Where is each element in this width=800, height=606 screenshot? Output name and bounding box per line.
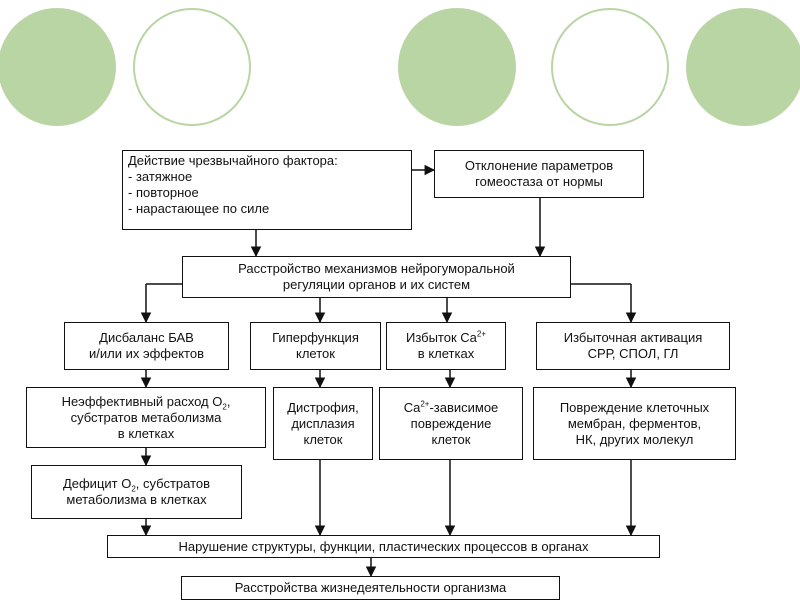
oxygen-subscript: 2 xyxy=(222,402,227,412)
oxygen-deficit-box: Дефицит O2, субстратов метаболизма в кле… xyxy=(31,465,242,519)
neurohumoral-disorder-box: Расстройство механизмов нейрогуморальной… xyxy=(182,256,571,298)
ineffective-line2: субстратов метаболизма xyxy=(70,409,222,425)
hyperfunction-box: Гиперфункция клеток xyxy=(250,322,381,370)
bav-imbalance-box: Дисбаланс БАВ и/или их эффектов xyxy=(64,322,229,370)
extreme-factor-heading: Действие чрезвычайного фактора: xyxy=(128,153,338,168)
factor-item-prolonged: - затяжное xyxy=(128,169,193,184)
calcium-charge: 2+ xyxy=(476,329,487,339)
excess-activation-box: Избыточная активация СРР, СПОЛ, ГЛ xyxy=(536,322,730,370)
factor-item-increasing: - нарастающее по силе xyxy=(128,201,270,216)
decor-circle-3 xyxy=(398,8,516,126)
membrane-damage-box: Повреждение клеточных мембран, ферментов… xyxy=(533,387,736,460)
dystrophy-box: Дистрофия, дисплазия клеток xyxy=(273,387,373,460)
decor-circle-2 xyxy=(133,8,251,126)
factor-item-repeated: - повторное xyxy=(128,185,199,200)
calcium-damage-line1: -зависимое xyxy=(429,399,499,415)
deficit-oxygen-subscript: 2 xyxy=(131,484,136,494)
homeostasis-deviation-box: Отклонение параметров гомеостаза от норм… xyxy=(434,150,644,198)
decor-circle-4 xyxy=(551,8,669,126)
calcium-excess-line1: Избыток Ca xyxy=(405,330,477,345)
extreme-factor-box: Действие чрезвычайного фактора: - затяжн… xyxy=(122,150,412,230)
ineffective-consumption-box: Неэффективный расход O2, субстратов мета… xyxy=(26,387,266,448)
decor-circle-5 xyxy=(686,8,800,126)
calcium-damage-box: Ca2+-зависимое повреждение клеток xyxy=(379,387,523,460)
calcium-damage-line3: клеток xyxy=(431,431,471,447)
deficit-line1: Дефицит O xyxy=(62,476,132,491)
calcium-damage-line2: повреждение xyxy=(410,415,492,431)
ineffective-line3: в клетках xyxy=(117,425,175,441)
decor-circle-1 xyxy=(0,8,116,126)
calcium-damage-charge: 2+ xyxy=(420,399,430,409)
deficit-line2: метаболизма в клетках xyxy=(66,492,207,507)
ineffective-line1: Неэффективный расход O xyxy=(61,393,223,409)
organ-disruption-box: Нарушение структуры, функции, пластическ… xyxy=(107,535,660,558)
calcium-excess-line2: в клетках xyxy=(417,346,475,361)
calcium-excess-box: Избыток Ca2+ в клетках xyxy=(386,322,506,370)
life-disorder-box: Расстройства жизнедеятельности организма xyxy=(181,576,560,600)
